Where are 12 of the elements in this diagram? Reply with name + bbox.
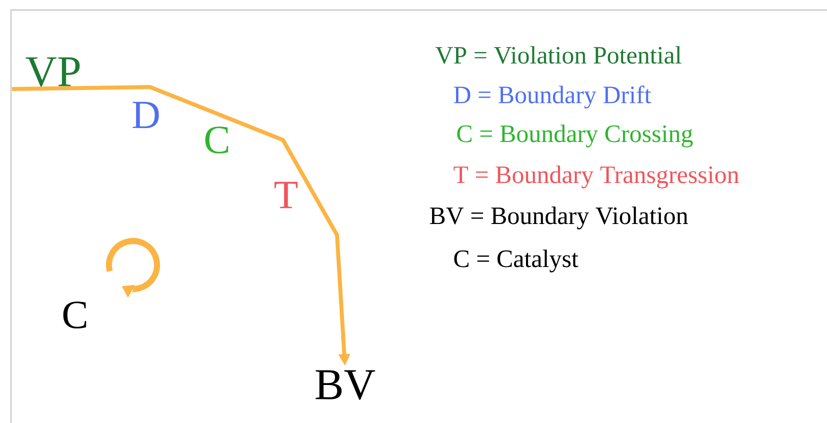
callout-letter: C bbox=[205, 126, 228, 154]
key-line: T = Boundary Transgression bbox=[454, 166, 739, 188]
key-line: D = Boundary Drift bbox=[454, 86, 652, 108]
key-line: BV = Boundary Violation bbox=[430, 206, 688, 230]
key-line: C = Catalyst bbox=[454, 250, 578, 272]
callout-letter: D bbox=[132, 102, 159, 128]
callout-letter: C bbox=[63, 302, 86, 328]
term-label: BV bbox=[316, 370, 376, 400]
callout-letter: T bbox=[274, 182, 298, 208]
term-label: VP bbox=[26, 57, 80, 87]
key-line: VP = Violation Potential bbox=[436, 46, 682, 64]
key-line: C = Boundary Crossing bbox=[457, 124, 693, 148]
